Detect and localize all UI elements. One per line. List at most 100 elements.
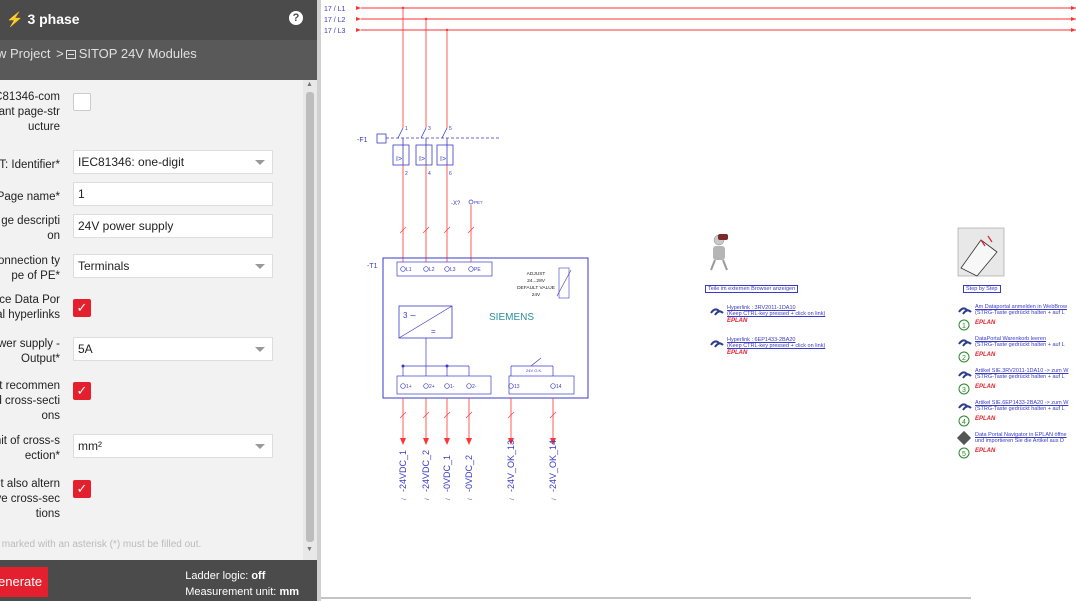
step-number: 4 <box>962 419 966 426</box>
field-label-line: pe of PE* <box>11 270 60 282</box>
step-link[interactable]: Am Dataportal anmelden in WebBrow(STRG-T… <box>975 304 1067 316</box>
junction-dot <box>424 17 428 21</box>
breaker-pole <box>392 144 410 166</box>
step-sub: (STRG-Taste gedrückt halten + auf L <box>975 374 1065 380</box>
wire-xsection-mark <box>465 411 473 419</box>
field-label: ower supply - Output* <box>0 337 60 367</box>
field-label-line: nit of cross-s <box>0 435 60 447</box>
field-select[interactable]: mm² <box>73 434 273 458</box>
step-text[interactable]: Artikel SIE.3RV2011-1DA10 -> zum W <box>975 368 1069 374</box>
part-hyperlink[interactable]: Hyperlink : 6EP1433-2BA20(Keep CTRL-key … <box>727 337 825 349</box>
breaker-handle <box>376 133 387 144</box>
hyperlink-icon <box>710 340 724 348</box>
field-checkbox[interactable] <box>73 93 91 111</box>
step-link[interactable]: Artikel SIE.3RV2011-1DA10 -> zum W(STRG-… <box>975 368 1069 380</box>
field-label-line: EC81346-com <box>0 91 60 103</box>
psu-input-terminal <box>400 266 406 272</box>
step-text[interactable]: Data Portal Navigator in EPLAN öffne <box>975 432 1067 438</box>
field-label-line: ower supply - <box>0 338 60 350</box>
field-label-line: tions <box>35 508 60 520</box>
output-prefix: / <box>402 498 408 500</box>
psu-input-label: PE <box>474 267 481 273</box>
settings-panel: ⚡3 phase ? w Project >SITOP 24V Modules … <box>0 0 317 601</box>
breaker-trip-symbol: I> <box>419 156 425 163</box>
psu-box <box>382 257 589 399</box>
step-text[interactable]: Artikel SIE.6EP1433-2BA20 -> zum W <box>975 400 1069 406</box>
phase-reference: 17 / L3 <box>324 28 346 35</box>
breaker-trip-symbol: I> <box>440 156 446 163</box>
output-prefix: / <box>468 498 474 500</box>
field-checkbox[interactable]: ✓ <box>73 480 91 498</box>
breadcrumb-project[interactable]: w Project <box>0 46 51 61</box>
phase-arrow-left <box>356 28 361 32</box>
step-text[interactable]: DataPortal Warenkorb leeren <box>975 336 1047 342</box>
measurement-unit-value: mm <box>279 586 299 598</box>
eplan-logo: EPLAN <box>727 350 748 356</box>
figure-body-icon <box>713 246 725 260</box>
breaker-terminal: 1 <box>405 126 408 132</box>
scroll-up-icon[interactable]: ▲ <box>306 81 313 88</box>
part-hyperlink[interactable]: Hyperlink : 3RV2011-1DA10(Keep CTRL-key … <box>727 305 825 317</box>
scroll-thumb[interactable] <box>306 92 314 542</box>
field-label: T: Identifier* <box>0 158 60 173</box>
field-label-line: ve cross-sec <box>0 493 60 505</box>
scroll-down-icon[interactable]: ▼ <box>306 546 313 553</box>
field-label-line: Output* <box>21 353 60 365</box>
output-arrow <box>508 438 514 445</box>
psu-output-terminal <box>466 383 472 389</box>
output-arrow <box>400 438 406 445</box>
wire-xsection-mark <box>467 226 475 234</box>
panel-splitter[interactable] <box>317 0 321 601</box>
hyperlink-text[interactable]: Hyperlink : 6EP1433-2BA20 <box>727 337 796 343</box>
field-input[interactable]: 1 <box>73 182 273 206</box>
output-prefix: / <box>446 498 452 500</box>
output-arrow <box>444 438 450 445</box>
field-select[interactable]: Terminals <box>73 254 273 278</box>
output-signal-label: -24V_OK_13 <box>506 440 516 492</box>
navigator-icon <box>956 430 972 446</box>
wire-xsection-mark <box>422 411 430 419</box>
field-checkbox[interactable]: ✓ <box>73 299 91 317</box>
required-footnote: s marked with an asterisk (*) must be fi… <box>0 539 202 550</box>
output-prefix: / <box>425 498 431 500</box>
panel-title: ⚡3 phase <box>6 11 80 28</box>
phase-arrow-right <box>1071 17 1076 21</box>
junction-dot <box>401 6 405 10</box>
psu-input-terminal <box>423 266 429 272</box>
help-icon[interactable]: ? <box>289 11 303 25</box>
step-sub: (STRG-Taste gedrückt halten + auf L <box>975 310 1065 316</box>
potentiometer-symbol <box>558 267 570 299</box>
psu-output-strip <box>396 375 492 395</box>
field-checkbox[interactable]: ✓ <box>73 382 91 400</box>
checkmark-icon <box>980 235 993 247</box>
output-prefix: / <box>510 498 516 500</box>
phase-arrow-right <box>1071 6 1076 10</box>
field-label-line: T: Identifier* <box>0 158 60 171</box>
psu-output-label: 13 <box>514 384 520 390</box>
psu-input-label: L1 <box>406 267 412 273</box>
field-select[interactable]: 5A <box>73 337 273 361</box>
figure-leg-icon <box>722 259 728 271</box>
hyperlink-text[interactable]: Hyperlink : 3RV2011-1DA10 <box>727 305 796 311</box>
field-select[interactable]: IEC81346: one-digit <box>73 150 273 174</box>
output-signal-label: -24VDC_1 <box>398 450 408 492</box>
psu-output-label: 14 <box>556 384 562 390</box>
breaker-pole <box>415 144 433 166</box>
step-link[interactable]: Artikel SIE.6EP1433-2BA20 -> zum W(STRG-… <box>975 400 1068 412</box>
form-scrollbar[interactable]: ▲ ▼ <box>303 80 317 560</box>
connector-label: PE? <box>474 200 483 205</box>
eplan-logo: EPLAN <box>727 318 748 324</box>
converter-symbol <box>398 305 453 339</box>
step-text[interactable]: Am Dataportal anmelden in WebBrow <box>975 304 1067 310</box>
junction-dot <box>445 28 449 32</box>
step-link[interactable]: DataPortal Warenkorb leeren(STRG-Taste g… <box>975 336 1065 348</box>
output-signal-label: -24V_OK_14 <box>548 440 558 492</box>
field-label-line: d cross-secti <box>0 395 60 407</box>
page-bottom-border <box>321 597 971 599</box>
generate-button[interactable]: enerate <box>0 567 48 597</box>
field-input[interactable]: 24V power supply <box>73 214 273 238</box>
